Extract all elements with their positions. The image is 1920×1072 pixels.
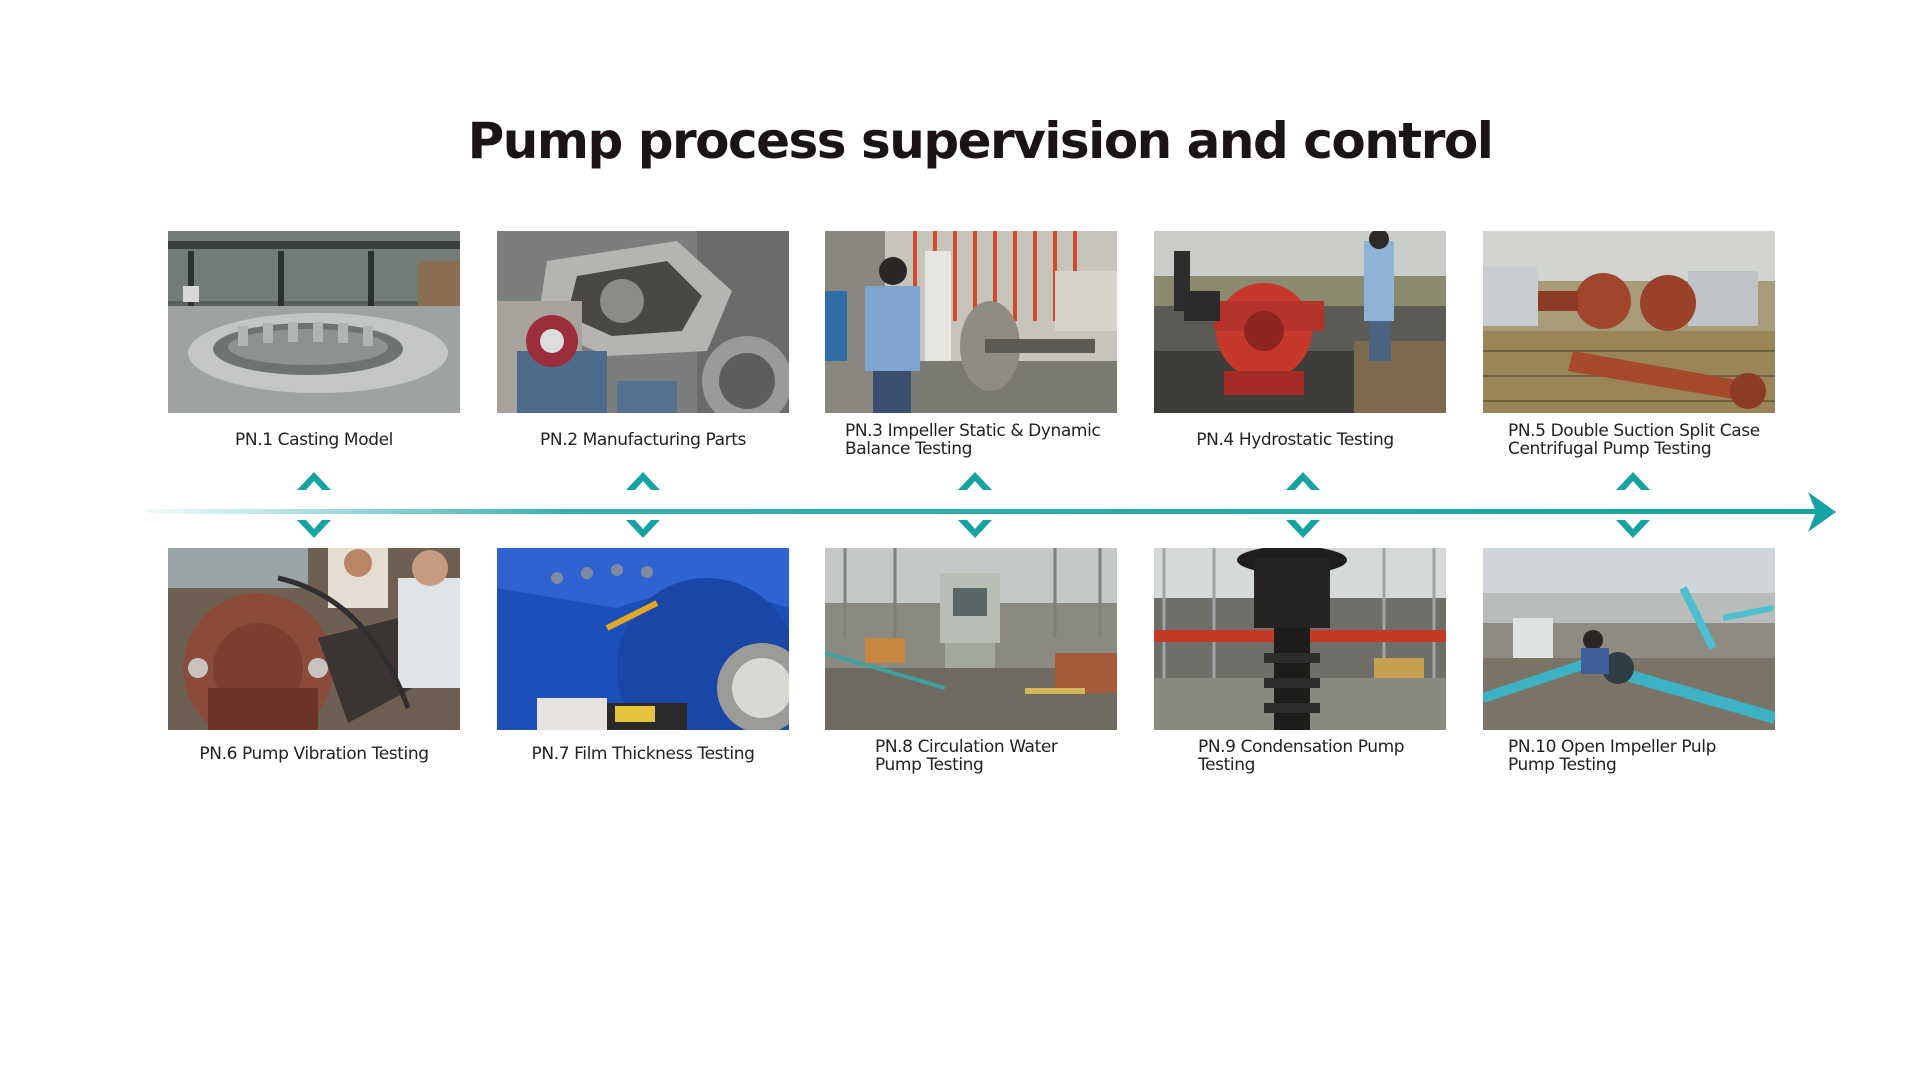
photo-circulation-water	[825, 548, 1117, 730]
caption-pn9: PN.9 Condensation Pump Testing	[1198, 737, 1405, 775]
caption-pn6: PN.6 Pump Vibration Testing	[199, 744, 429, 764]
chevron-up-icon	[1286, 472, 1320, 490]
photo-condensation-pump	[1154, 548, 1446, 730]
caption-pn7: PN.7 Film Thickness Testing	[531, 744, 755, 764]
chevron-up-icon	[958, 472, 992, 490]
chevron-up-icon	[297, 472, 331, 490]
caption-pn3: PN.3 Impeller Static & Dynamic Balance T…	[845, 421, 1101, 459]
photo-balance-testing	[825, 231, 1117, 413]
chevron-down-icon	[958, 520, 992, 538]
caption-pn8: PN.8 Circulation Water Pump Testing	[875, 737, 1058, 775]
photo-split-case-testing	[1483, 231, 1775, 413]
timeline-arrow	[146, 492, 1836, 532]
photo-film-thickness	[497, 548, 789, 730]
photo-vibration-testing	[168, 548, 460, 730]
photo-open-impeller	[1483, 548, 1775, 730]
photo-manufacturing-parts	[497, 231, 789, 413]
caption-pn5: PN.5 Double Suction Split Case Centrifug…	[1508, 421, 1760, 459]
chevron-down-icon	[626, 520, 660, 538]
chevron-down-icon	[1616, 520, 1650, 538]
page-title: Pump process supervision and control	[467, 112, 1494, 170]
chevron-up-icon	[1616, 472, 1650, 490]
photo-casting-model	[168, 231, 460, 413]
chevron-up-icon	[626, 472, 660, 490]
caption-pn10: PN.10 Open Impeller Pulp Pump Testing	[1508, 737, 1716, 775]
chevron-down-icon	[297, 520, 331, 538]
caption-pn4: PN.4 Hydrostatic Testing	[1196, 430, 1394, 450]
caption-pn1: PN.1 Casting Model	[235, 430, 393, 450]
caption-pn2: PN.2 Manufacturing Parts	[540, 430, 746, 450]
chevron-down-icon	[1286, 520, 1320, 538]
photo-hydrostatic-testing	[1154, 231, 1446, 413]
